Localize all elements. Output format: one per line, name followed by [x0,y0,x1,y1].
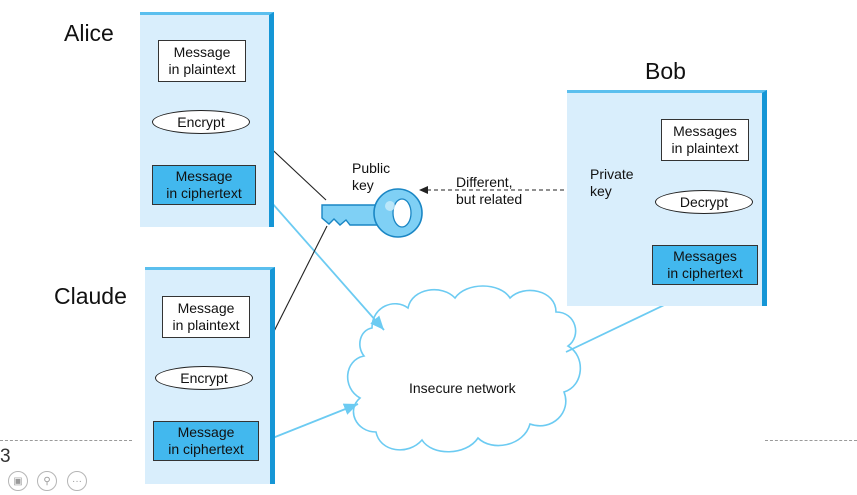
alice-plaintext-box: Message in plaintext [158,40,246,82]
claude-ciphertext-box: Message in ciphertext [153,421,259,461]
bob-ciphertext-box: Messages in ciphertext [652,245,758,285]
alice-encrypt-node: Encrypt [152,110,250,134]
bob-decrypt-node: Decrypt [655,190,753,214]
footer-divider-left [0,440,132,441]
claude-plaintext-box: Message in plaintext [162,296,250,338]
alice-label: Alice [64,20,114,46]
insecure-network-cloud [346,285,582,453]
relation-label: Different, but related [456,174,523,207]
bob-label: Bob [645,58,686,84]
slide-number: 3 [0,446,11,467]
alice-to-network-arrow [256,185,385,331]
bob-plaintext-box: Messages in plaintext [661,119,749,161]
claude-to-network-arrow [259,403,359,444]
footer-divider-right [765,440,857,441]
zoom-control-icon[interactable]: ⚲ [37,471,57,491]
network-label: Insecure network [409,380,516,396]
public-key-icon [321,188,423,238]
claude-label: Claude [54,283,127,309]
private-key-label: Private key [590,166,634,199]
alice-ciphertext-box: Message in ciphertext [152,165,256,205]
public-key-label: Public key [352,160,391,193]
slides-control-icon[interactable]: ▣ [8,471,28,491]
more-options-icon[interactable]: ··· [67,471,87,491]
claude-encrypt-node: Encrypt [155,366,253,390]
